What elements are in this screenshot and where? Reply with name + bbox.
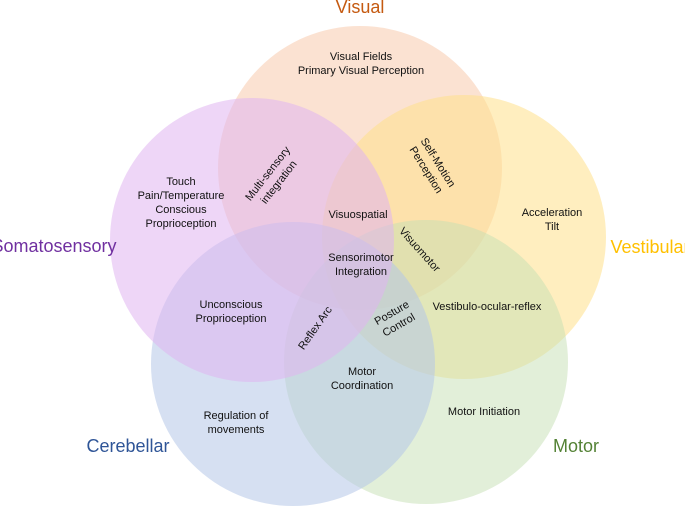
label-line: Conscious xyxy=(155,204,207,216)
label-line: Proprioception xyxy=(196,313,267,325)
label-line: Motor Initiation xyxy=(448,406,520,418)
somatosensory-circle xyxy=(110,98,394,382)
cerebellar-only-label: Regulation of movements xyxy=(204,410,270,436)
visuospatial-label: Visuospatial xyxy=(328,209,387,221)
motor-only-label: Motor Initiation xyxy=(448,406,520,418)
label-line: Pain/Temperature xyxy=(138,190,225,202)
label-line: Sensorimotor xyxy=(328,252,394,264)
vestibulo-ocular-label: Vestibulo-ocular-reflex xyxy=(433,301,542,313)
somatosensory-title: Somatosensory xyxy=(0,236,117,256)
label-line: Integration xyxy=(335,266,387,278)
motor-title: Motor xyxy=(553,436,599,456)
label-line: Motor xyxy=(348,366,376,378)
label-line: movements xyxy=(208,424,265,436)
label-line: Coordination xyxy=(331,380,393,392)
label-line: Tilt xyxy=(545,221,559,233)
label-line: Acceleration xyxy=(522,207,583,219)
label-line: Unconscious xyxy=(200,299,263,311)
label-line: Visual Fields xyxy=(330,51,393,63)
visual-title: Visual xyxy=(336,0,385,17)
vestibular-title: Vestibular xyxy=(610,237,685,257)
label-line: Regulation of xyxy=(204,410,270,422)
label-line: Visuospatial xyxy=(328,209,387,221)
label-line: Vestibulo-ocular-reflex xyxy=(433,301,542,313)
label-line: Touch xyxy=(166,176,195,188)
label-line: Primary Visual Perception xyxy=(298,65,424,77)
cerebellar-title: Cerebellar xyxy=(86,436,169,456)
label-line: Proprioception xyxy=(146,218,217,230)
